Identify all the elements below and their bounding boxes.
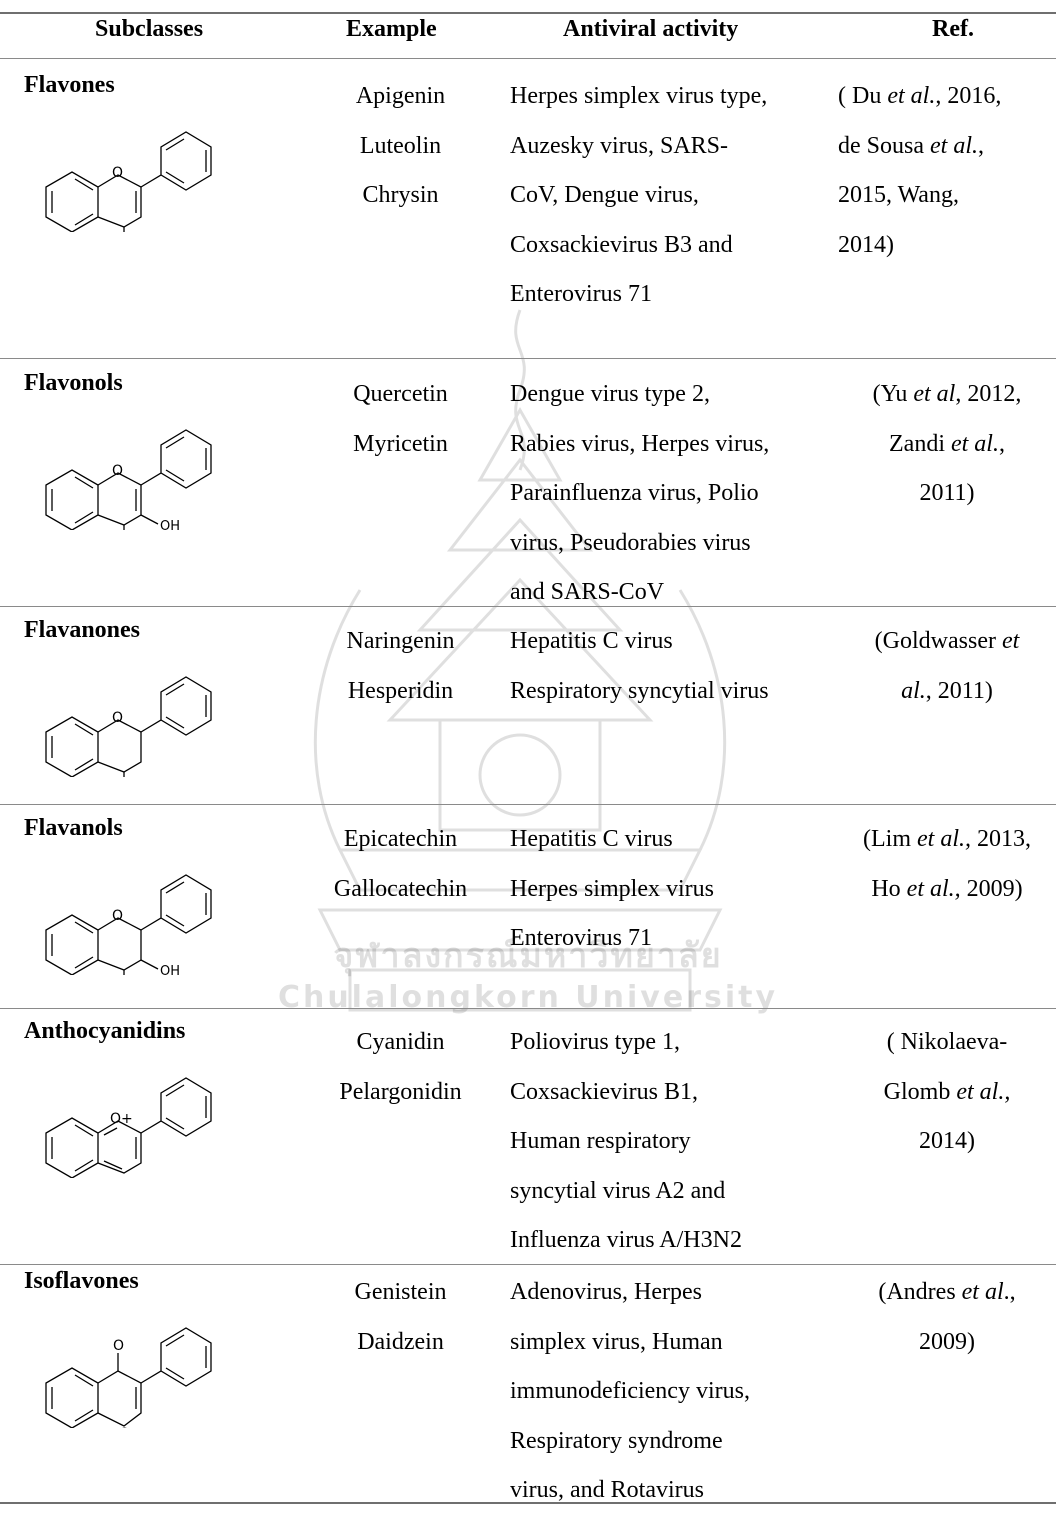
row-rule (0, 1264, 1056, 1265)
svg-text:O: O (113, 1338, 124, 1354)
example-cell: Genistein Daidzein (354, 1279, 447, 1355)
flavone-structure-image: O O (45, 131, 212, 232)
subclass-name: Flavones (24, 72, 115, 98)
activity-cell: Herpes simplex virus type, Auzesky virus… (510, 83, 768, 307)
svg-text:O: O (112, 165, 123, 181)
ref-cell: (Goldwasser et al., 2011) (874, 628, 1020, 704)
flavonol-structure-image: O O OH (45, 429, 212, 530)
svg-text:OH: OH (160, 964, 180, 975)
ref-cell: (Andres et al., 2009) (878, 1279, 1016, 1355)
row-rule (0, 358, 1056, 359)
header-ref: Ref. (932, 16, 974, 42)
anthocyanidin-structure-image: O+ (45, 1077, 212, 1178)
example-cell: Cyanidin Pelargonidin (339, 1029, 462, 1105)
subclass-name: Isoflavones (24, 1268, 139, 1294)
isoflavone-structure-image: O O (45, 1327, 212, 1428)
svg-text:O: O (112, 908, 123, 924)
row-rule (0, 804, 1056, 805)
row-rule (0, 1008, 1056, 1009)
ref-cell: ( Du et al., 2016, de Sousa et al., 2015… (838, 83, 1002, 258)
subclass-name: Flavonols (24, 370, 123, 396)
ref-cell: (Yu et al, 2012, Zandi et al., 2011) (872, 381, 1022, 506)
activity-cell: Hepatitis C virus Respiratory syncytial … (510, 628, 769, 704)
ref-cell: ( Nikolaeva- Glomb et al., 2014) (883, 1029, 1011, 1154)
table-bottom-rule (0, 1502, 1056, 1504)
table-top-rule (0, 12, 1056, 14)
flavanone-structure-image: O O (45, 676, 212, 777)
svg-text:O: O (119, 1426, 130, 1428)
watermark-english-text: Chulalongkorn University (277, 980, 779, 1015)
activity-cell: Adenovirus, Herpes simplex virus, Human … (510, 1279, 750, 1503)
svg-text:O+: O+ (110, 1111, 133, 1127)
ref-cell: (Lim et al., 2013, Ho et al., 2009) (863, 826, 1031, 902)
university-seal-watermark (313, 309, 727, 1012)
example-cell: Quercetin Myricetin (353, 381, 448, 457)
activity-cell: Poliovirus type 1, Coxsackievirus B1, Hu… (510, 1029, 742, 1253)
activity-cell: Hepatitis C virus Herpes simplex virus E… (510, 826, 714, 951)
header-bottom-rule (0, 58, 1056, 59)
svg-text:OH: OH (160, 519, 180, 530)
subclass-name: Flavanols (24, 815, 123, 841)
flavanol-structure-image: O O OH (45, 874, 212, 975)
header-example: Example (346, 16, 437, 42)
svg-text:O: O (112, 710, 123, 726)
watermark-thai-text: จุฬาลงกรณ์มหาวิทยาลัย (333, 936, 723, 976)
header-antiviral-activity: Antiviral activity (563, 16, 739, 42)
example-cell: Naringenin Hesperidin (346, 628, 455, 704)
svg-text:O: O (112, 463, 123, 479)
subclass-name: Anthocyanidins (24, 1018, 186, 1044)
row-rule (0, 606, 1056, 607)
subclass-name: Flavanones (24, 617, 141, 643)
example-cell: Epicatechin Gallocatechin (333, 826, 468, 902)
activity-cell: Dengue virus type 2, Rabies virus, Herpe… (510, 381, 770, 605)
example-cell: Apigenin Luteolin Chrysin (355, 83, 446, 208)
header-subclasses: Subclasses (95, 16, 204, 42)
